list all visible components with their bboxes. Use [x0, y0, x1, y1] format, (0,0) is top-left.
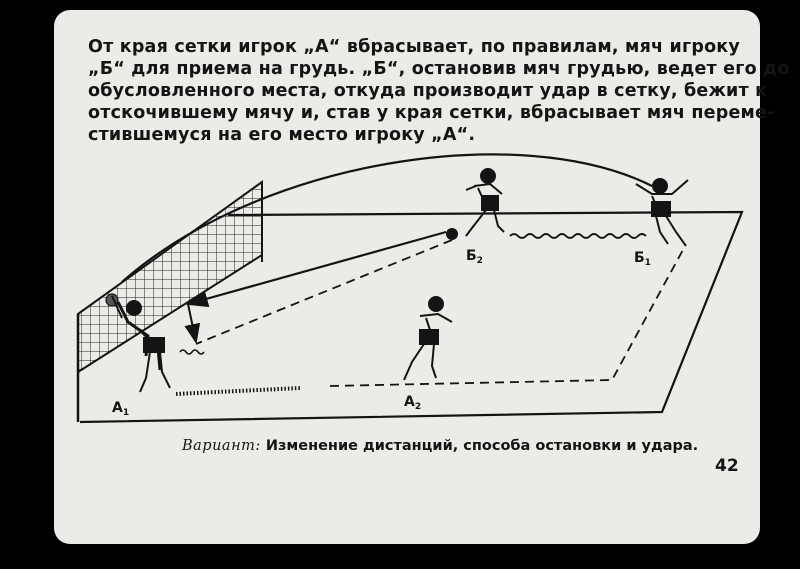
throw-in-mark: [175, 386, 301, 396]
wavy-return: [179, 349, 205, 355]
exercise-description: От края сетки игрок „А“ вбрасывает, по п…: [88, 36, 790, 146]
description-line: обусловленного места, откуда производит …: [88, 81, 768, 101]
rebound-line: [184, 303, 201, 344]
description-line: отскочившему мячу и, став у края сетки, …: [88, 103, 775, 123]
player-b1: [635, 178, 689, 247]
description-line: От края сетки игрок „А“ вбрасывает, по п…: [88, 37, 740, 57]
player-a2: [403, 296, 453, 381]
label-a2: А2: [404, 394, 421, 412]
variant-text: Изменение дистанций, способа остановки и…: [265, 438, 699, 454]
player-a1: [111, 295, 171, 393]
ball-flight-arc: [121, 153, 653, 283]
label-a1: А1: [112, 400, 129, 418]
description-line: „Б“ для приема на грудь. „Б“, остановив …: [88, 59, 790, 79]
description-line: стившемуся на его место игроку „А“.: [88, 125, 476, 145]
variant-label: Вариант:: [182, 438, 261, 454]
shot-line: [185, 230, 447, 308]
label-b1: Б1: [634, 250, 651, 268]
goal-net: [76, 180, 263, 422]
dribble-path: [509, 233, 647, 239]
label-b2: Б2: [466, 248, 483, 266]
player-b-run: [195, 239, 453, 345]
field-outline: [79, 210, 744, 424]
player-b2: [465, 168, 505, 237]
variant-note: Вариант: Изменение дистанций, способа ос…: [182, 438, 698, 454]
player-a-run: [329, 247, 685, 387]
page-number: 42: [715, 456, 739, 476]
ball: [446, 228, 458, 240]
